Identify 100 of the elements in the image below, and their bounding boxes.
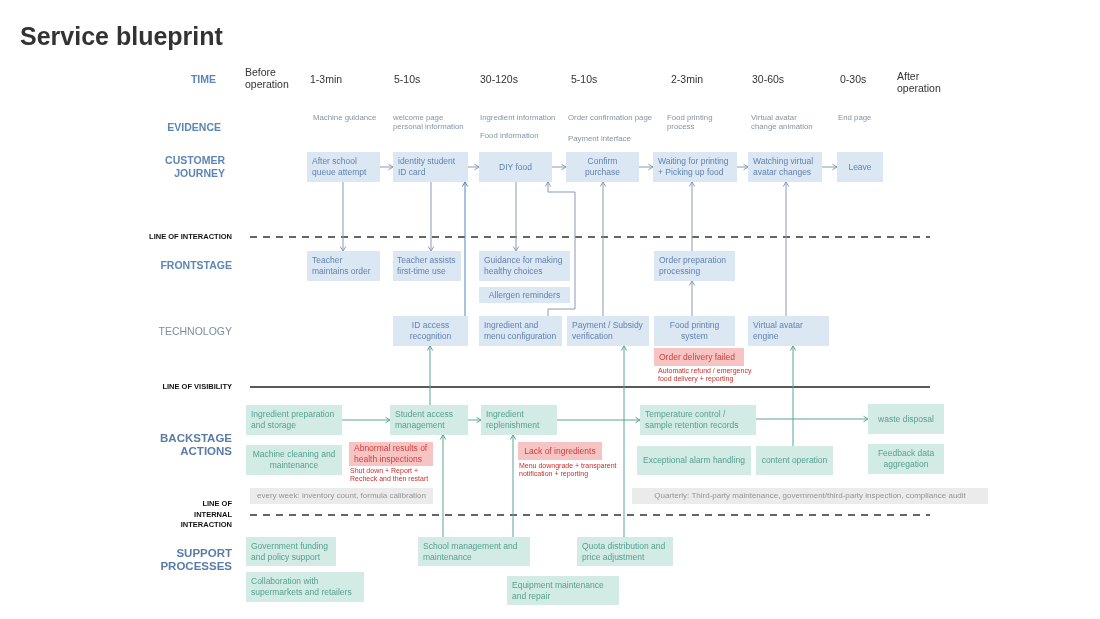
fail-point-box: [349, 442, 433, 466]
box-label: Virtual avatar engine: [753, 320, 804, 342]
box-label: Abnormal results of health inspections: [354, 443, 428, 465]
box-label: identity student ID card: [398, 156, 457, 178]
flow-arrow: [509, 434, 517, 538]
diagram-title: Service blueprint: [20, 21, 223, 51]
customer-action-box: [653, 152, 737, 182]
backstage-action-box: [637, 446, 751, 475]
box-label: Exceptional alarm handling: [642, 455, 746, 466]
box-label: Quota distribution and price adjustment: [582, 540, 667, 563]
flow-arrow: [551, 163, 567, 171]
flow-arrow: [688, 280, 696, 317]
box-label: Watching virtual avatar changes: [753, 156, 815, 178]
fail-point-box: [654, 348, 744, 366]
fail-point-box: [518, 442, 602, 460]
flow-arrow: [339, 181, 347, 252]
box-label: DIY food: [499, 161, 532, 173]
time-label: 5-10s: [571, 73, 598, 85]
flow-arrow: [439, 434, 447, 538]
customer-action-box: [566, 152, 639, 182]
flow-arrow: [556, 416, 641, 424]
customer-action-box: [748, 152, 822, 182]
flow-arrow: [688, 181, 696, 252]
flow-arrow: [638, 163, 654, 171]
lane-heading: FRONTSTAGE: [160, 259, 232, 272]
box-label: Ingredient and menu configuration: [484, 320, 557, 342]
frontstage-action-box: [307, 251, 380, 281]
lane-heading: SUPPORT PROCESSES: [159, 547, 232, 573]
backstage-action-box: [246, 405, 342, 435]
backstage-action-box: [756, 446, 833, 475]
box-label: Payment / Subsidy verification: [572, 320, 644, 342]
box-label: Food printing system: [668, 320, 721, 342]
technology-box: [654, 316, 735, 346]
flow-arrow: [782, 181, 790, 317]
technology-box: [748, 316, 829, 346]
box-label: School management and maintenance: [423, 540, 519, 563]
customer-action-box: [479, 152, 552, 182]
time-label: Before operation: [245, 66, 290, 90]
frontstage-action-box: [479, 251, 570, 281]
flow-arrow: [755, 415, 869, 423]
box-label: Teacher maintains order: [312, 255, 372, 277]
customer-action-box: [393, 152, 468, 182]
frontstage-action-box: [479, 287, 570, 303]
time-label: 2-3min: [671, 73, 704, 85]
box-label: Student access management: [395, 409, 455, 431]
support-process-box: [246, 572, 364, 602]
support-process-box: [507, 576, 619, 605]
backstage-action-box: [481, 405, 557, 435]
box-label: Order delivery failed: [659, 351, 736, 363]
time-label: 30-120s: [480, 73, 518, 85]
flow-arrow: [427, 181, 435, 252]
box-label: Quarterly: Third-party maintenance, government/third-party inspection, compliance audit: [654, 491, 966, 501]
flow-arrow: [821, 163, 838, 171]
flow-arrow: [426, 345, 434, 406]
flow-arrow: [789, 345, 797, 447]
support-process-box: [246, 537, 336, 566]
backstage-action-box: [868, 404, 944, 434]
lane-heading: BACKSTAGE ACTIONS: [159, 431, 232, 458]
box-label: ID access recognition: [408, 320, 453, 342]
box-label: every week: inventory count, formula calibration: [257, 491, 426, 501]
time-label: 5-10s: [394, 73, 421, 85]
flow-arrow: [379, 163, 394, 171]
technology-box: [393, 316, 468, 346]
box-label: Waiting for printing + Picking up food: [658, 156, 730, 178]
box-label: Leave: [848, 161, 872, 173]
box-label: Collaboration with supermarkets and retailers: [251, 576, 353, 598]
lane-heading: TIME: [190, 73, 216, 86]
flow-arrow: [461, 181, 469, 317]
flow-arrow: [467, 163, 480, 171]
time-label: After operation: [897, 70, 942, 94]
support-process-box: [418, 537, 530, 566]
flow-arrow: [341, 416, 391, 424]
flow-arrow: [467, 416, 482, 424]
lane-heading: CUSTOMER JOURNEY: [164, 154, 225, 180]
lane-heading: TECHNOLOGY: [158, 325, 232, 338]
time-label: 30-60s: [752, 73, 785, 85]
box-label: Confirm purchase: [584, 156, 621, 178]
backstage-action-box: [640, 405, 756, 435]
frontstage-action-box: [654, 251, 735, 281]
box-label: Lack of ingredients: [524, 445, 596, 457]
support-process-box: [577, 537, 673, 566]
box-label: Temperature control / sample retention records: [645, 409, 740, 431]
customer-action-box: [837, 152, 883, 182]
box-label: content operation: [761, 455, 828, 466]
flow-arrow: [599, 181, 607, 317]
box-label: Order preparation processing: [659, 255, 728, 277]
time-label: 0-30s: [840, 73, 867, 85]
box-label: Guidance for making healthy choices: [484, 255, 564, 277]
box-label: waste disposal: [878, 413, 934, 425]
box-label: Ingredient preparation and storage: [251, 409, 336, 431]
backstage-action-box: [868, 444, 944, 474]
box-label: After school queue attempt: [312, 156, 368, 178]
box-label: Machine cleaning and maintenance: [251, 449, 337, 471]
box-label: Equipment maintenance and repair: [512, 579, 605, 602]
box-label: Teacher assists first-time use: [397, 255, 457, 277]
flow-arrow: [544, 181, 576, 317]
customer-action-box: [307, 152, 380, 182]
box-label: Feedback data aggregation: [876, 448, 936, 470]
backstage-action-box: [390, 405, 468, 435]
box-label: Ingredient replenishment: [486, 409, 541, 431]
